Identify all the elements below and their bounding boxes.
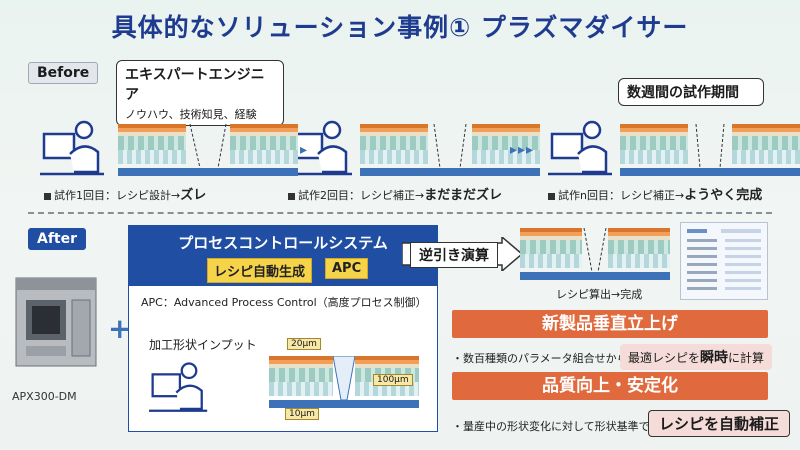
dim-10um: 10μm (285, 408, 319, 420)
cross-section-trial-1 (118, 124, 298, 176)
trial-2-caption: 試作2回目：レシピ補正→まだまだズレ (288, 184, 502, 203)
quality-note: ・量産中の形状変化に対して形状基準で (452, 420, 650, 433)
weeks-prototype-callout: 数週間の試作期間 (618, 78, 764, 106)
reverse-calc-label: 逆引き演算 (410, 242, 498, 268)
new-product-launch-bar: 新製品垂直立上げ (452, 310, 768, 338)
page-title: 具体的なソリューション事例① プラズマダイサー (111, 13, 689, 42)
trial-1-caption: 試作1回目：レシピ設計→ズレ (44, 184, 206, 203)
cross-section-trial-n (620, 124, 800, 176)
engineer-icon-1 (40, 120, 104, 176)
step-arrow-dots: ▸▸▸ (510, 142, 535, 158)
engineer-icon-after (149, 362, 208, 412)
step-arrow-1: ▸ (300, 142, 309, 158)
engineer-icon-3 (548, 120, 612, 176)
auto-correct-recipe-pill: レシピを自動補正 (648, 410, 791, 437)
process-control-system-panel: プロセスコントロールシステム レシピ自動生成 APC APC：Advanced … (128, 225, 438, 432)
dim-100um: 100μm (373, 374, 413, 386)
new-product-note: ・数百種類のパラメータ組合せから (452, 352, 628, 365)
control-system-header: プロセスコントロールシステム レシピ自動生成 APC (129, 226, 437, 286)
machine-label: APX300-DM (12, 390, 77, 403)
result-cross-section (520, 228, 670, 280)
reverse-calc-box: 逆引き演算 (402, 237, 522, 271)
dim-20um: 20μm (287, 338, 321, 350)
before-badge: Before (28, 62, 99, 84)
apc-tag: APC (325, 258, 369, 279)
trial-n-caption: 試作n回目：レシピ補正→ようやく完成 (548, 184, 762, 203)
shape-input-label: 加工形状インプット (149, 338, 257, 352)
control-system-title: プロセスコントロールシステム (178, 234, 388, 252)
auto-recipe-tag: レシピ自動生成 (207, 258, 313, 283)
weeks-prototype-title: 数週間の試作期間 (627, 85, 739, 101)
expert-engineer-title: エキスパートエンジニア (125, 67, 265, 103)
section-divider (28, 212, 772, 214)
plus-sign: + (108, 312, 132, 345)
plasma-dicer-machine-image (15, 277, 97, 367)
apc-description: APC：Advanced Process Control（高度プロセス制御） (141, 296, 427, 309)
cross-section-trial-2 (360, 124, 540, 176)
expert-engineer-subtitle: ノウハウ、技術知見、経験 (125, 108, 257, 121)
after-badge: After (28, 228, 87, 250)
recipe-complete-caption: レシピ算出→完成 (556, 288, 643, 301)
recipe-screen-image (680, 222, 768, 300)
quality-improvement-bar: 品質向上・安定化 (452, 372, 768, 400)
expert-engineer-callout: エキスパートエンジニア ノウハウ、技術知見、経験 (116, 60, 284, 126)
instant-calc-pill: 最適レシピを瞬時に計算 (620, 344, 773, 370)
